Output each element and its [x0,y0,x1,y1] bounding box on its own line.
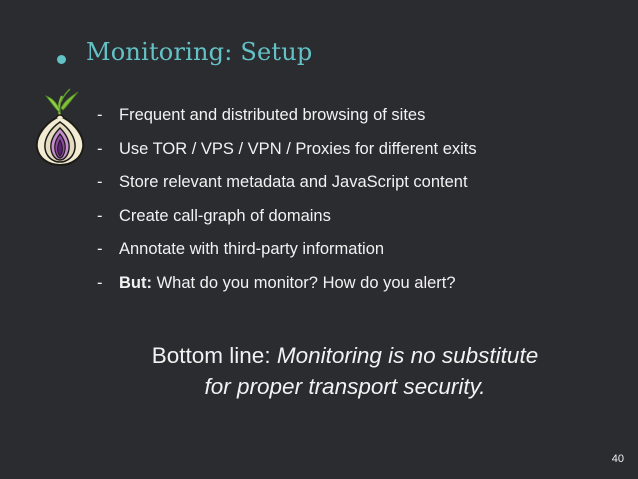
bullet-item: -Create call-graph of domains [97,203,477,237]
bullet-item: -Annotate with third-party information [97,236,477,270]
tor-onion-icon [35,88,85,166]
bullet-item: -But: What do you monitor? How do you al… [97,270,477,304]
bottom-line-row-1: Bottom line: Monitoring is no substitute [100,340,590,371]
page-number: 40 [611,453,624,465]
bullet-text: Frequent and distributed browsing of sit… [119,106,426,124]
bottom-line-text-2: for proper transport security. [204,374,486,399]
bullet-item: -Store relevant metadata and JavaScript … [97,169,477,203]
title-bullet-dot [57,55,66,64]
bullet-text: Use TOR / VPS / VPN / Proxies for differ… [119,139,477,158]
bottom-line-label: Bottom line: [151,343,277,368]
slide-title: Monitoring: Setup [86,38,313,66]
bullet-text: What do you monitor? How do you alert? [151,273,456,292]
bullet-dash: - [97,173,103,191]
bullet-item: -Use TOR / VPS / VPN / Proxies for diffe… [97,136,477,170]
bullet-text: Store relevant metadata and JavaScript c… [119,173,468,191]
bullet-dash: - [97,206,103,225]
bullet-dash: - [97,273,103,292]
bullet-item: -Frequent and distributed browsing of si… [97,102,477,136]
bullet-text: Annotate with third-party information [119,240,385,258]
bullet-text: Create call-graph of domains [119,206,331,225]
bullet-dash: - [97,240,103,258]
bullet-dash: - [97,139,103,158]
bullet-list: -Frequent and distributed browsing of si… [97,102,477,303]
bottom-line-callout: Bottom line: Monitoring is no substitute… [100,340,590,402]
bullet-bold: But: [119,273,152,292]
bullet-dash: - [97,106,103,124]
bottom-line-text-1: Monitoring is no substitute [276,343,539,368]
